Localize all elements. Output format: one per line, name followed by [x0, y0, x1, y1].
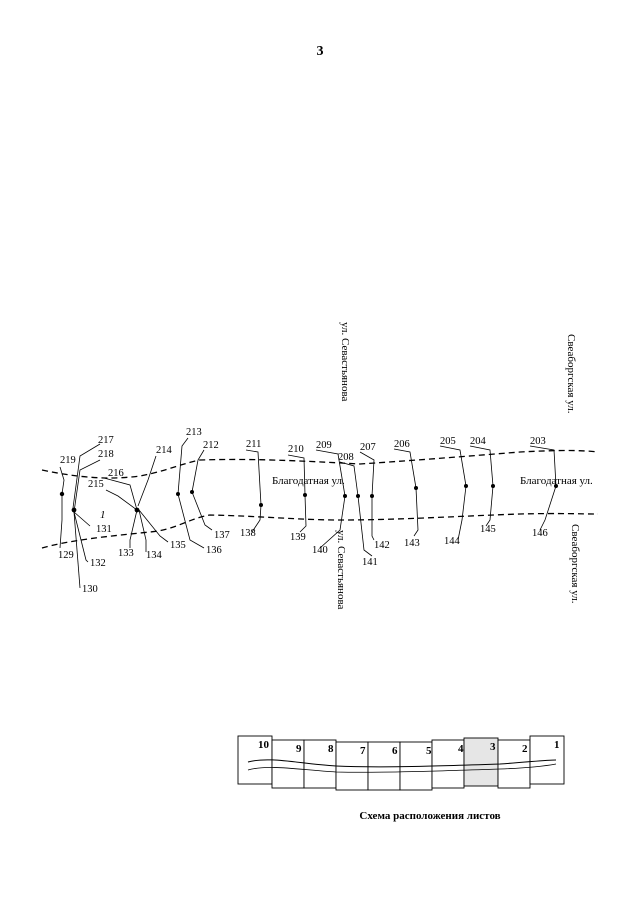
point-label: 144: [444, 536, 461, 547]
key-map-road: [247, 759, 557, 768]
sheet-number: 7: [360, 745, 366, 757]
key-map-caption: Схема расположения листов: [359, 810, 501, 822]
point-label: 207: [360, 442, 376, 453]
leader-lines-bottom: [59, 485, 557, 589]
point-label: 139: [290, 532, 306, 543]
sheet-number: 3: [490, 741, 496, 753]
marker: [464, 484, 468, 488]
point-label: 216: [108, 468, 124, 479]
sheet-box: [271, 739, 305, 789]
road-edge-south: [41, 512, 599, 549]
sheet-number: 9: [296, 743, 302, 755]
point-label: 134: [146, 550, 163, 561]
sheet-number: 5: [426, 745, 432, 757]
point-label: 218: [98, 449, 114, 460]
marker: [554, 484, 558, 488]
point-label: 208: [338, 452, 354, 463]
street-label-sveaborgskaya-south: Свеаборгская ул.: [569, 524, 581, 604]
street-label-sevastyanova-south: ул. Севастьянова: [335, 530, 347, 609]
road-edge-north: [41, 449, 599, 479]
sheet-number: 2: [522, 743, 528, 755]
point-label: 141: [362, 557, 378, 568]
point-label: 133: [118, 548, 134, 559]
marker: [491, 484, 495, 488]
point-label: 135: [170, 540, 186, 551]
point-label: 142: [374, 540, 390, 551]
area-number: 1: [100, 509, 106, 521]
point-label: 129: [58, 550, 74, 561]
street-label-blagodatnaya-west: Благодатная ул.: [272, 475, 345, 487]
point-label: 143: [404, 538, 420, 549]
point-label: 136: [206, 545, 222, 556]
point-label: 131: [96, 524, 112, 535]
marker: [414, 486, 418, 490]
survey-point-markers: [59, 484, 558, 513]
point-label: 205: [440, 436, 456, 447]
point-label: 132: [90, 558, 106, 569]
marker: [71, 507, 77, 513]
page-number: 3: [316, 44, 324, 59]
point-label: 209: [316, 440, 332, 451]
marker: [59, 491, 65, 497]
point-label: 210: [288, 444, 304, 455]
point-label: 217: [98, 435, 114, 446]
marker: [190, 490, 194, 494]
marker: [176, 492, 180, 496]
point-label: 137: [214, 530, 230, 541]
point-label: 145: [480, 524, 496, 535]
bottom-labels: 129 130 131 132 133 134 135 136 137 138 …: [58, 524, 548, 595]
sheet-number: 8: [328, 743, 334, 755]
sheet-number: 10: [258, 739, 270, 751]
point-label: 214: [156, 445, 173, 456]
street-label-blagodatnaya-east: Благодатная ул.: [520, 475, 593, 487]
sheet-number: 1: [554, 739, 560, 751]
sheet-box: [431, 739, 465, 789]
point-label: 138: [240, 528, 256, 539]
sheet-box-current: [463, 737, 499, 787]
top-labels: 219 217 218 216 215 214 213 212 211 210 …: [60, 427, 546, 490]
point-label: 204: [470, 436, 487, 447]
marker: [356, 494, 360, 498]
marker: [134, 507, 140, 513]
sheet-number: 4: [458, 743, 464, 755]
street-label-sveaborgskaya-north: Свеаборгская ул.: [565, 334, 577, 414]
point-label: 213: [186, 427, 202, 438]
point-label: 206: [394, 439, 410, 450]
point-label: 212: [203, 440, 219, 451]
point-label: 219: [60, 455, 76, 466]
point-label: 203: [530, 436, 546, 447]
sheet-numbers: 10 9 8 7 6 5 4 3 2 1: [258, 739, 560, 757]
street-label-sevastyanova-north: ул. Севастьянова: [339, 322, 351, 401]
point-label: 130: [82, 584, 98, 595]
sheet-key-map: [237, 735, 565, 791]
marker: [343, 494, 347, 498]
marker: [259, 503, 263, 507]
point-label: 211: [246, 439, 261, 450]
point-label: 146: [532, 528, 548, 539]
marker: [370, 494, 374, 498]
sheet-number: 6: [392, 745, 398, 757]
key-map-road-edge: [247, 763, 557, 773]
leader-lines-top: [59, 437, 557, 513]
point-label: 140: [312, 545, 328, 556]
sheet-box: [367, 741, 401, 791]
marker: [303, 493, 307, 497]
point-label: 215: [88, 479, 104, 490]
